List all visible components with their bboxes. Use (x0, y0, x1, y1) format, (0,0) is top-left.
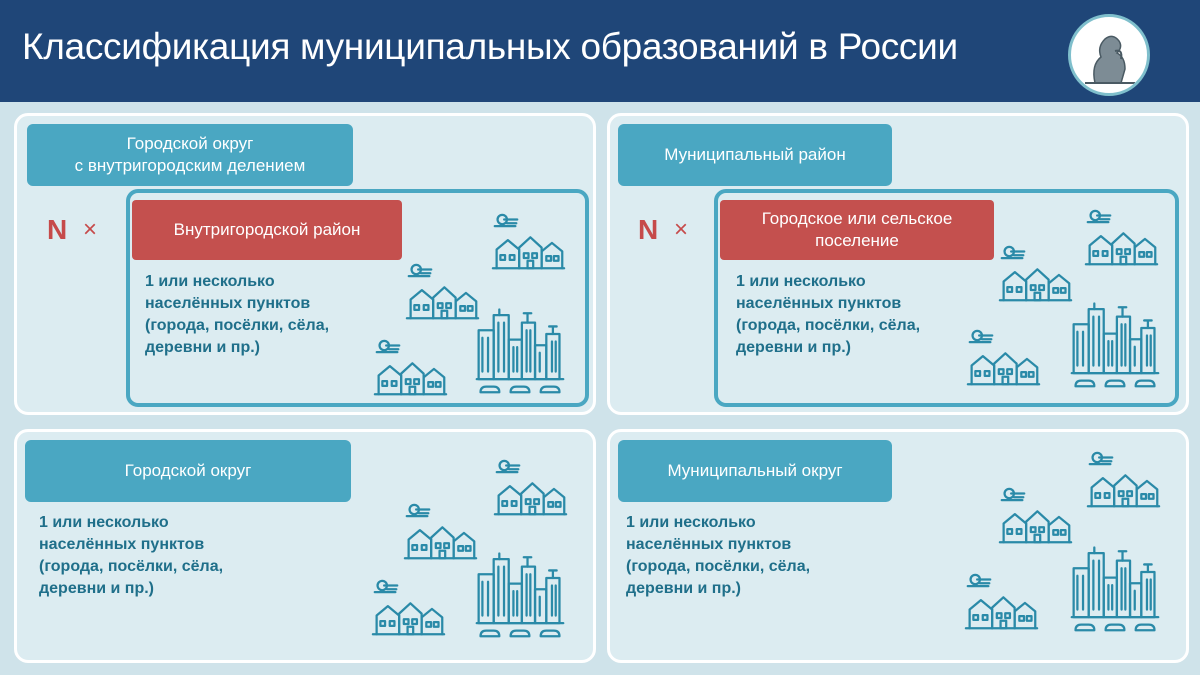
subunit-intracity-district: Внутригородской район (132, 200, 402, 260)
label-line: с внутригородским делением (74, 156, 306, 175)
settlements-description: 1 или несколько населённых пунктов (горо… (145, 273, 330, 356)
multiplier-n: N (638, 214, 659, 245)
subunit-urban-rural-settlement: Городское или сельское поселение (720, 200, 994, 260)
settlements-description: 1 или несколько населённых пунктов (горо… (39, 514, 224, 597)
village-icon (493, 458, 568, 518)
subunit-line: Городское или сельское (761, 209, 953, 228)
village-icon (405, 262, 480, 322)
thinker-logo (1068, 14, 1150, 96)
village-icon (1086, 450, 1161, 510)
village-icon (998, 486, 1073, 546)
label-municipal-okrug: Муниципальный округ (618, 440, 892, 502)
label-urban-district-divided: Городской округ с внутригородским делени… (27, 124, 353, 186)
village-icon (966, 328, 1041, 388)
panel-urban-district: Городской округ 1 или несколько населённ… (14, 429, 596, 663)
panel-urban-district-divided: Городской округ с внутригородским делени… (14, 113, 596, 415)
inner-box (714, 189, 1179, 407)
village-icon (403, 502, 478, 562)
settlements-description: 1 или несколько населённых пунктов (горо… (626, 514, 811, 597)
village-icon (964, 572, 1039, 632)
city-icon (1068, 540, 1162, 634)
subunit-line: поселение (815, 231, 899, 250)
village-icon (998, 244, 1073, 304)
label-urban-district: Городской округ (25, 440, 351, 502)
multiplier-n: N (47, 214, 68, 245)
times-sign: × (83, 216, 98, 243)
panel-municipal-district: Муниципальный район N × Городское или се… (607, 113, 1189, 415)
city-icon (1068, 296, 1162, 390)
panel-municipal-okrug: Муниципальный округ 1 или несколько насе… (607, 429, 1189, 663)
times-sign: × (674, 216, 689, 243)
header-bar: Классификация муниципальных образований … (0, 0, 1200, 102)
label-municipal-district: Муниципальный район (618, 124, 892, 186)
inner-box (126, 189, 589, 407)
village-icon (371, 578, 446, 638)
village-icon (1084, 208, 1159, 268)
village-icon (373, 338, 448, 398)
village-icon (491, 212, 566, 272)
settlements-description: 1 или несколько населённых пунктов (горо… (736, 273, 921, 356)
page-title: Классификация муниципальных образований … (22, 26, 958, 67)
city-icon (473, 302, 567, 396)
label-line: Городской округ (126, 134, 254, 153)
city-icon (473, 546, 567, 640)
